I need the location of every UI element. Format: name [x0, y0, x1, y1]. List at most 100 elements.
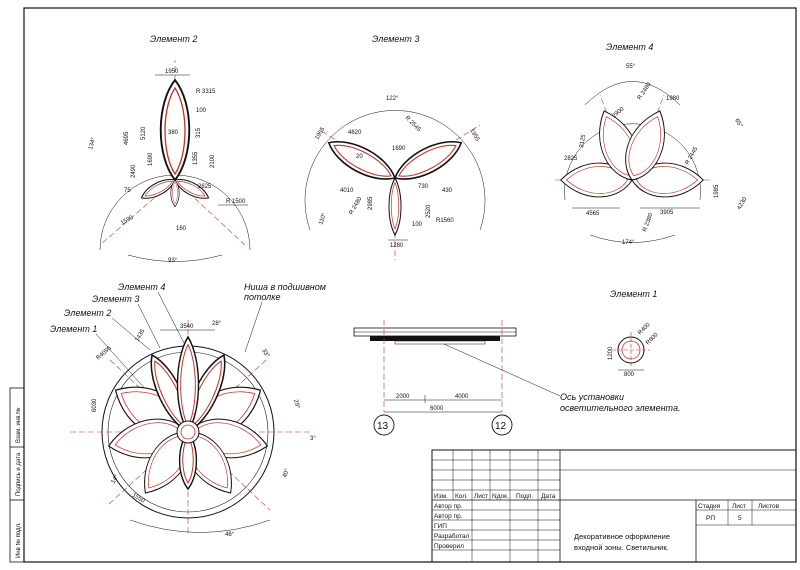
svg-text:5: 5 — [738, 515, 742, 522]
svg-text:Элемент 3: Элемент 3 — [92, 294, 139, 304]
element-3-title: Элемент 3 — [372, 34, 419, 44]
svg-text:Подп.: Подп. — [516, 493, 533, 500]
svg-text:6000: 6000 — [430, 406, 444, 412]
svg-text:46°: 46° — [225, 532, 235, 538]
svg-text:1955: 1955 — [468, 128, 480, 143]
svg-text:1980: 1980 — [666, 96, 680, 102]
svg-text:65°: 65° — [733, 118, 743, 129]
side-label-sign: Подпись и дата — [16, 452, 22, 496]
svg-text:2520: 2520 — [426, 204, 432, 218]
svg-text:R400: R400 — [637, 322, 652, 337]
svg-text:14°: 14° — [111, 474, 121, 485]
element-1-drawing: Элемент 1 R400 R600 1200 800 — [608, 289, 660, 378]
svg-text:Кол.: Кол. — [455, 493, 468, 500]
svg-text:2900: 2900 — [611, 106, 626, 120]
svg-text:ГИП: ГИП — [434, 523, 447, 530]
svg-text:2985: 2985 — [368, 196, 374, 210]
svg-text:2625: 2625 — [198, 184, 212, 190]
svg-text:28°: 28° — [212, 321, 222, 327]
svg-text:Ниша в подшивном: Ниша в подшивном — [244, 282, 326, 292]
svg-text:Разработал: Разработал — [434, 532, 470, 540]
svg-text:Изм.: Изм. — [434, 493, 448, 500]
svg-text:4565: 4565 — [586, 211, 600, 217]
assembly-plan: Элемент 4 Элемент 3 Элемент 2 Элемент 1 … — [50, 282, 326, 538]
svg-text:R600: R600 — [645, 332, 660, 347]
svg-text:1435: 1435 — [135, 328, 147, 343]
svg-text:R 2380: R 2380 — [642, 212, 654, 233]
svg-text:Nдок.: Nдок. — [492, 493, 509, 500]
svg-text:134°: 134° — [88, 136, 97, 150]
side-stamp — [9, 387, 25, 563]
svg-text:2100: 2100 — [210, 154, 216, 168]
svg-text:93°: 93° — [168, 258, 178, 264]
svg-text:315: 315 — [196, 127, 202, 138]
svg-text:800: 800 — [624, 372, 635, 378]
axis-label: Ось установки — [560, 392, 624, 402]
svg-text:100: 100 — [412, 222, 423, 228]
element-1-title: Элемент 1 — [610, 289, 657, 299]
svg-text:12: 12 — [495, 421, 507, 432]
svg-text:Лист: Лист — [474, 493, 488, 500]
svg-text:4000: 4000 — [455, 394, 469, 400]
svg-text:Листов: Листов — [758, 503, 780, 510]
svg-text:R 2445: R 2445 — [685, 146, 700, 166]
svg-text:3540: 3540 — [180, 324, 194, 330]
svg-text:4230: 4230 — [737, 196, 749, 211]
svg-text:1950: 1950 — [165, 69, 179, 75]
title-block-text: Изм. Кол. Лист Nдок. Подп. Дата Автор пр… — [434, 493, 780, 552]
svg-text:4620: 4620 — [348, 130, 362, 136]
svg-text:730: 730 — [418, 184, 429, 190]
svg-text:160: 160 — [176, 226, 187, 232]
svg-text:Элемент 4: Элемент 4 — [118, 282, 165, 292]
element-2-drawing: Элемент 2 1950 R 3315 100 4695 5120 380 … — [88, 34, 251, 264]
element-3-drawing: Элемент 3 122° 1955 4620 R 2545 1955 169… — [304, 34, 486, 260]
side-label-replace: Взам. инв.№ — [15, 407, 22, 443]
svg-text:входной зоны. Светильник.: входной зоны. Светильник. — [574, 543, 669, 552]
svg-text:R 3315: R 3315 — [196, 89, 216, 95]
section-view: 2000 4000 6000 Ось установки осветительн… — [353, 320, 680, 436]
svg-text:Проверил: Проверил — [434, 543, 464, 550]
svg-text:Стадия: Стадия — [698, 503, 721, 510]
svg-text:100: 100 — [196, 108, 207, 114]
svg-text:2825: 2825 — [564, 156, 578, 162]
svg-text:R 1500: R 1500 — [226, 199, 246, 205]
svg-text:40°: 40° — [282, 468, 291, 479]
svg-text:122°: 122° — [386, 96, 399, 102]
svg-text:R 2545: R 2545 — [404, 115, 422, 133]
svg-text:20: 20 — [356, 154, 363, 160]
svg-text:Элемент 2: Элемент 2 — [64, 308, 111, 318]
svg-text:1985: 1985 — [714, 184, 720, 198]
drawing-description: Декоративное оформление — [574, 532, 670, 541]
svg-text:174°: 174° — [622, 240, 635, 246]
svg-text:33°: 33° — [260, 348, 270, 359]
axis-marker-13 — [373, 414, 395, 436]
side-label-inv: Инв № подл. — [15, 522, 22, 558]
svg-text:13: 13 — [377, 421, 389, 432]
svg-text:Элемент 1: Элемент 1 — [50, 324, 97, 334]
svg-text:5120: 5120 — [141, 126, 147, 140]
sheet-frame — [23, 7, 797, 563]
svg-text:75: 75 — [124, 188, 131, 194]
svg-text:R4095: R4095 — [95, 345, 113, 361]
svg-text:3125: 3125 — [579, 134, 587, 149]
svg-text:R 2480: R 2480 — [349, 196, 364, 216]
svg-text:1280: 1280 — [390, 243, 404, 249]
svg-text:1690: 1690 — [148, 152, 154, 166]
title-block — [431, 449, 797, 563]
svg-text:3905: 3905 — [660, 210, 674, 216]
svg-text:осветительного элемента.: осветительного элемента. — [560, 403, 680, 413]
svg-text:6030: 6030 — [92, 398, 98, 412]
svg-text:Лист: Лист — [732, 503, 746, 510]
svg-text:1690: 1690 — [392, 146, 406, 152]
svg-text:R1560: R1560 — [436, 218, 454, 224]
svg-text:4010: 4010 — [340, 188, 354, 194]
svg-text:РП: РП — [706, 515, 715, 522]
axis-marker-12 — [491, 414, 513, 436]
svg-text:потолке: потолке — [244, 292, 281, 302]
svg-text:Автор пр.: Автор пр. — [434, 513, 463, 520]
svg-text:2000: 2000 — [396, 394, 410, 400]
svg-text:3°: 3° — [310, 436, 316, 442]
svg-text:R 2480: R 2480 — [637, 81, 653, 101]
svg-text:Дата: Дата — [541, 493, 556, 500]
